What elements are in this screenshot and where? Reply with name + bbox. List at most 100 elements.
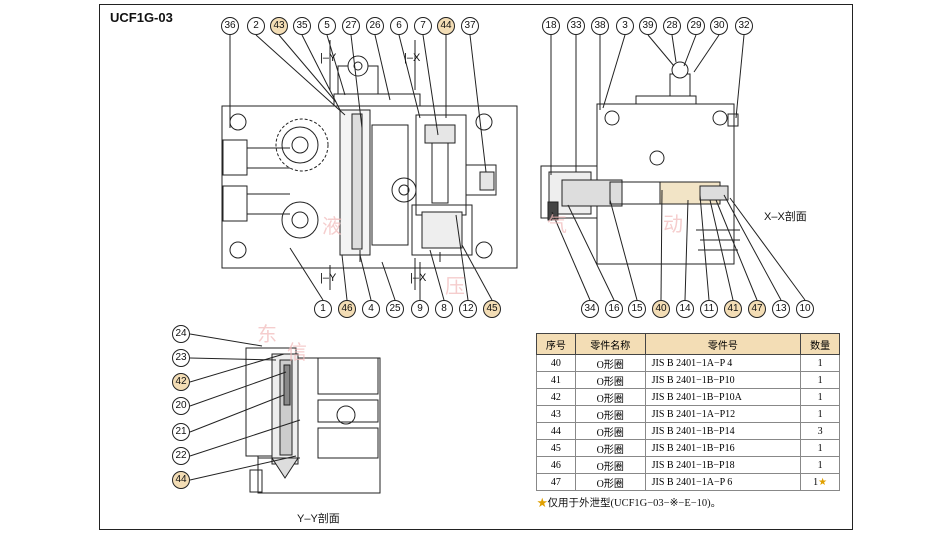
balloon-23: 23 bbox=[172, 349, 190, 367]
cell-name: O形圈 bbox=[574, 439, 646, 457]
balloon-22: 22 bbox=[172, 447, 190, 465]
balloon-26: 26 bbox=[366, 17, 384, 35]
balloon-38: 38 bbox=[591, 17, 609, 35]
balloon-9: 9 bbox=[411, 300, 429, 318]
star-icon: ★ bbox=[818, 476, 828, 488]
balloon-30: 30 bbox=[710, 17, 728, 35]
cell-part-no: JIS B 2401−1B−P10 bbox=[644, 371, 802, 389]
drawing-frame bbox=[99, 4, 853, 530]
cell-name: O形圈 bbox=[574, 405, 646, 423]
balloon-41: 41 bbox=[724, 300, 742, 318]
cell-name: O形圈 bbox=[574, 354, 646, 372]
cell-part-no: JIS B 2401−1B−P16 bbox=[644, 439, 802, 457]
cell-qty: 1 bbox=[800, 405, 840, 423]
balloon-25: 25 bbox=[386, 300, 404, 318]
cell-qty: 1 bbox=[800, 388, 840, 406]
balloon-39: 39 bbox=[639, 17, 657, 35]
balloon-35: 35 bbox=[293, 17, 311, 35]
section-mark-x-bottom: X bbox=[418, 272, 427, 284]
section-mark-y-top: Y bbox=[328, 52, 337, 64]
header-no: 序号 bbox=[536, 333, 576, 355]
balloon-18: 18 bbox=[542, 17, 560, 35]
cell-no: 44 bbox=[536, 422, 576, 440]
balloon-4: 4 bbox=[362, 300, 380, 318]
balloon-12: 12 bbox=[459, 300, 477, 318]
balloon-46: 46 bbox=[338, 300, 356, 318]
watermark-char: 东 bbox=[257, 322, 277, 346]
balloon-37: 37 bbox=[461, 17, 479, 35]
balloon-24: 24 bbox=[172, 325, 190, 343]
drawing-title: UCF1G-03 bbox=[110, 10, 173, 25]
balloon-44: 44 bbox=[172, 471, 190, 489]
balloon-36: 36 bbox=[221, 17, 239, 35]
balloon-45: 45 bbox=[483, 300, 501, 318]
watermark-char: 气 bbox=[547, 212, 567, 236]
cell-part-no: JIS B 2401−1B−P18 bbox=[644, 456, 802, 474]
balloon-33: 33 bbox=[567, 17, 585, 35]
cell-part-no: JIS B 2401−1A−P 6 bbox=[644, 473, 802, 491]
balloon-42: 42 bbox=[172, 373, 190, 391]
cell-qty: 1 bbox=[800, 371, 840, 389]
cell-qty: 1 bbox=[800, 439, 840, 457]
balloon-34: 34 bbox=[581, 300, 599, 318]
cell-part-no: JIS B 2401−1B−P14 bbox=[644, 422, 802, 440]
cell-no: 46 bbox=[536, 456, 576, 474]
balloon-6: 6 bbox=[390, 17, 408, 35]
balloon-5: 5 bbox=[318, 17, 336, 35]
cell-part-no: JIS B 2401−1B−P10A bbox=[644, 388, 802, 406]
cell-no: 40 bbox=[536, 354, 576, 372]
xx-section-caption: X–X剖面 bbox=[764, 211, 807, 223]
cell-part-no: JIS B 2401−1A−P12 bbox=[644, 405, 802, 423]
watermark-char: 压 bbox=[445, 274, 465, 298]
balloon-11: 11 bbox=[700, 300, 718, 318]
balloon-20: 20 bbox=[172, 397, 190, 415]
balloon-2: 2 bbox=[247, 17, 265, 35]
balloon-32: 32 bbox=[735, 17, 753, 35]
balloon-8: 8 bbox=[435, 300, 453, 318]
footnote: ★仅用于外泄型(UCF1G−03−※−E−10)。 bbox=[537, 495, 721, 510]
balloon-40: 40 bbox=[652, 300, 670, 318]
watermark-char: 液 bbox=[322, 214, 342, 238]
header-name: 零件名称 bbox=[574, 333, 646, 355]
balloon-44: 44 bbox=[437, 17, 455, 35]
cell-name: O形圈 bbox=[574, 422, 646, 440]
cell-name: O形圈 bbox=[574, 388, 646, 406]
balloon-13: 13 bbox=[772, 300, 790, 318]
header-part-no: 零件号 bbox=[644, 333, 802, 355]
balloon-28: 28 bbox=[663, 17, 681, 35]
parts-table-header: 序号 零件名称 零件号 数量 bbox=[536, 333, 840, 355]
balloon-47: 47 bbox=[748, 300, 766, 318]
balloon-16: 16 bbox=[605, 300, 623, 318]
balloon-29: 29 bbox=[687, 17, 705, 35]
watermark-char: 动 bbox=[663, 212, 683, 236]
cell-no: 45 bbox=[536, 439, 576, 457]
cell-qty: 1 bbox=[800, 354, 840, 372]
cell-no: 43 bbox=[536, 405, 576, 423]
cell-qty: 1 bbox=[800, 456, 840, 474]
balloon-43: 43 bbox=[270, 17, 288, 35]
cell-qty: 1★ bbox=[800, 473, 840, 491]
balloon-7: 7 bbox=[414, 17, 432, 35]
section-mark-x-top: X bbox=[412, 52, 421, 64]
balloon-21: 21 bbox=[172, 423, 190, 441]
balloon-3: 3 bbox=[616, 17, 634, 35]
cell-qty: 3 bbox=[800, 422, 840, 440]
footnote-text: 仅用于外泄型(UCF1G−03−※−E−10)。 bbox=[547, 498, 722, 509]
yy-section-caption: Y–Y剖面 bbox=[297, 513, 340, 525]
cell-no: 47 bbox=[536, 473, 576, 491]
cell-no: 41 bbox=[536, 371, 576, 389]
watermark-char: 信 bbox=[287, 340, 307, 364]
cell-name: O形圈 bbox=[574, 456, 646, 474]
header-qty: 数量 bbox=[800, 333, 840, 355]
balloon-1: 1 bbox=[314, 300, 332, 318]
